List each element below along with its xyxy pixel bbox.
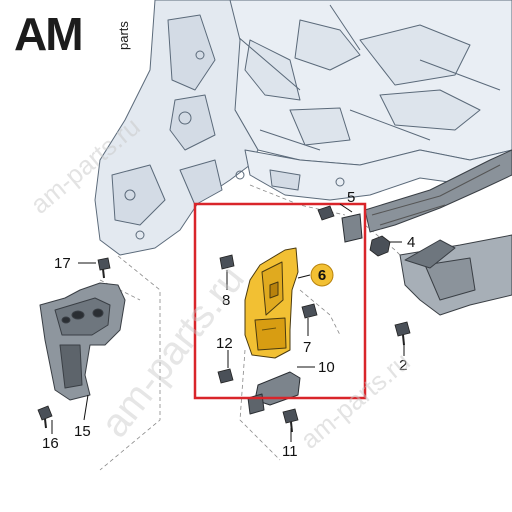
callout-labels: 17 16 15 8 12 7 10 11 5 4 2 [42, 189, 415, 460]
bolt-5 [317, 205, 335, 221]
callout-12: 12 [216, 335, 233, 352]
bracket-10 [247, 371, 301, 415]
callout-10: 10 [318, 359, 335, 376]
callout-11: 11 [282, 443, 298, 460]
callout-6: 6 [318, 267, 326, 284]
vehicle-body-structure [94, 0, 512, 256]
callout-16: 16 [42, 435, 59, 452]
callout-7: 7 [303, 339, 311, 356]
left-mount-bracket [39, 282, 126, 401]
bolt-7 [301, 303, 318, 319]
part-6-badge: 6 [310, 263, 334, 287]
nut-4 [369, 235, 391, 257]
callout-2: 2 [399, 357, 407, 374]
callout-4: 4 [407, 234, 415, 251]
logo-sub: parts [116, 21, 131, 50]
watermark-bottom-right: am-parts.ru [295, 346, 416, 454]
leader-lines [51, 203, 405, 442]
highlight-frame [193, 202, 367, 400]
highlighted-part-6 [244, 247, 299, 359]
bolt-8 [219, 254, 235, 270]
bracket-5 [341, 213, 363, 243]
right-rail-assembly [364, 149, 512, 316]
callout-5: 5 [347, 189, 355, 206]
callout-17: 17 [54, 255, 71, 272]
bolt-17 [97, 257, 111, 279]
bolt-11 [282, 408, 299, 433]
callout-8: 8 [222, 292, 230, 309]
bolt-12 [217, 368, 234, 384]
logo-mark: AM [14, 8, 82, 60]
bolt-16 [37, 405, 53, 429]
am-parts-logo: AM parts [14, 8, 131, 60]
callout-15: 15 [74, 423, 91, 440]
bolt-2 [394, 321, 411, 346]
